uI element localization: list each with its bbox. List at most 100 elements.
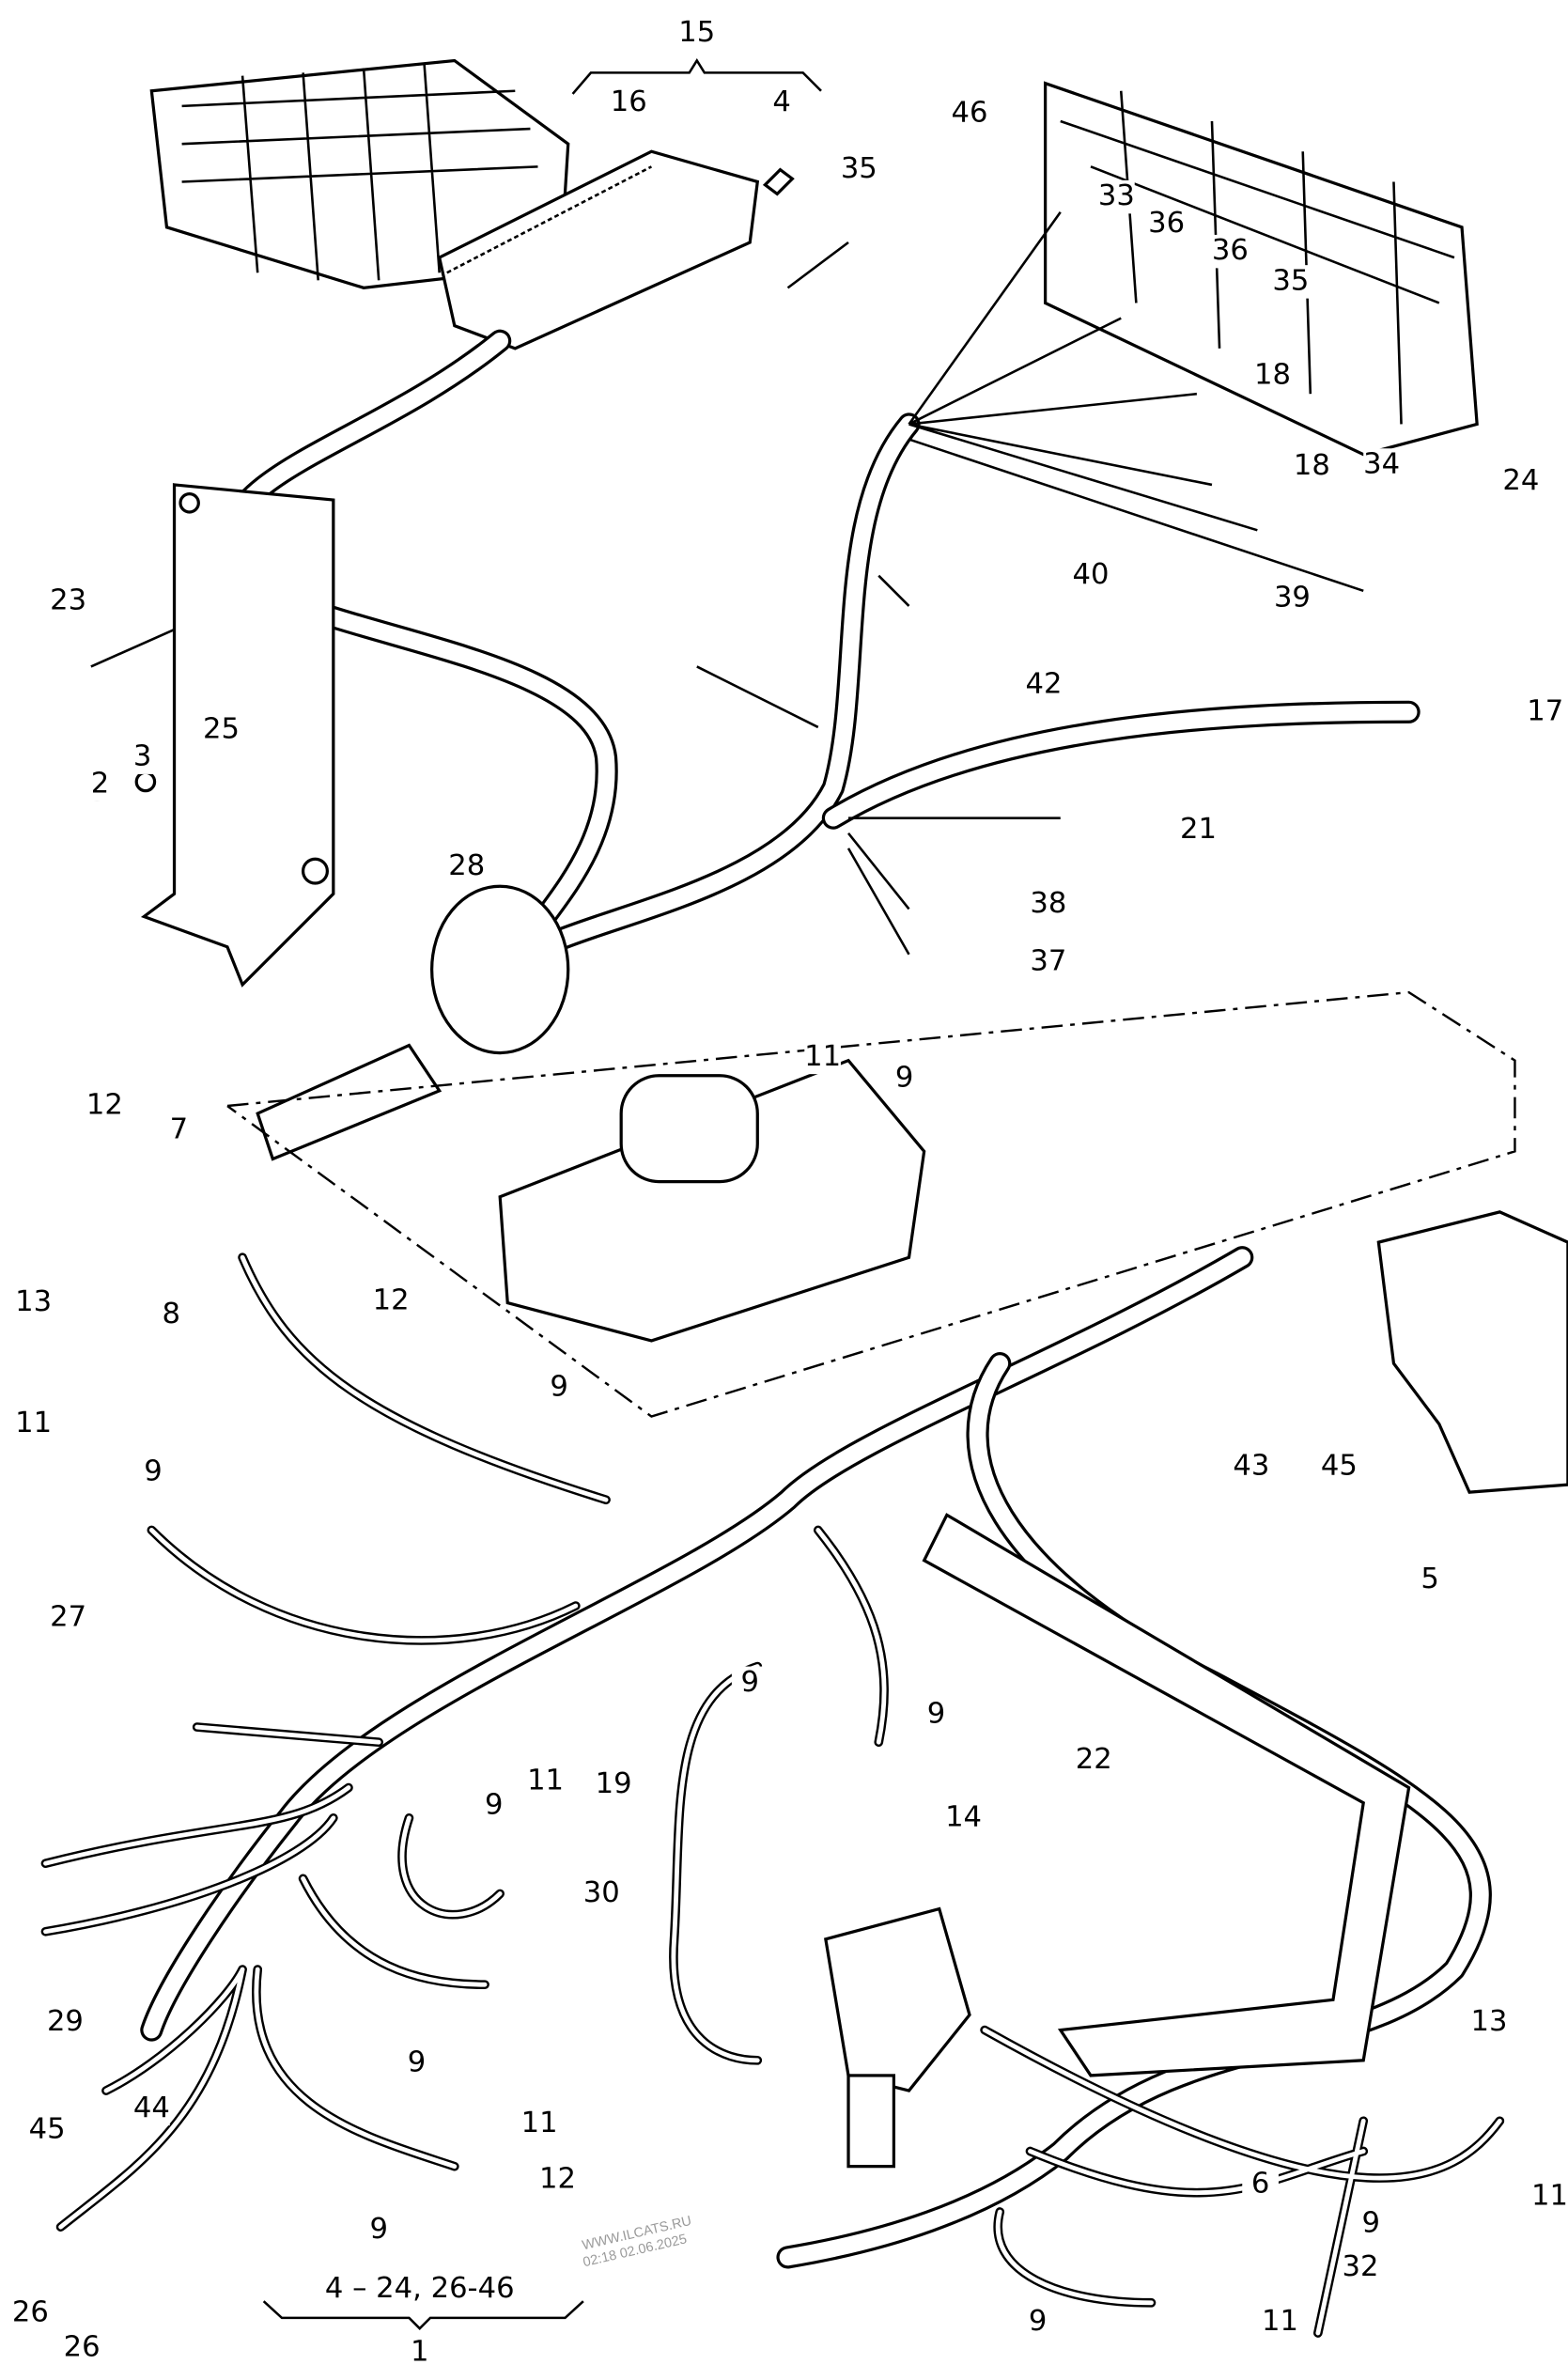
group-brace [262, 2300, 584, 2331]
label-background [1075, 1743, 1112, 1778]
label-background [595, 1767, 632, 1802]
label-background [50, 1601, 87, 1635]
part-number-label: 38 [1030, 887, 1066, 920]
part-number-label: 40 [1073, 558, 1110, 591]
part-number-label: 16 [611, 86, 647, 118]
part-number-label: 25 [203, 713, 240, 746]
label-background [398, 2046, 435, 2080]
label-background [918, 1698, 955, 1732]
part-number-label: 33 [1098, 179, 1135, 212]
part-number-label: 9 [369, 2213, 388, 2246]
part-number-label: 32 [1343, 2250, 1379, 2283]
brace-15 [571, 58, 822, 95]
part-number-label: 34 [1363, 447, 1400, 480]
part-number-label: 9 [550, 1370, 568, 1403]
part-number-label: 18 [1294, 449, 1330, 482]
part-number-label: 9 [144, 1455, 163, 1488]
part-number-label: 11 [527, 1765, 564, 1797]
relay-cluster [1376, 1210, 1568, 1494]
part-number-label: 15 [678, 16, 715, 49]
part-number-label: 18 [1254, 358, 1291, 391]
part-number-label: 17 [1527, 694, 1563, 727]
label-background [1342, 2250, 1379, 2285]
main-harness [90, 210, 1421, 956]
label-background [124, 740, 162, 774]
label-background [1025, 668, 1063, 702]
label-background [15, 1285, 52, 1320]
part-number-label: 35 [1272, 264, 1309, 297]
part-number-label: 26 [64, 2331, 101, 2364]
part-number-label: 9 [485, 1788, 504, 1821]
label-background [1072, 558, 1110, 593]
watermark: WWW.ILCATS.RU 02:18 02.06.2025 [581, 2214, 693, 2270]
part-number-label: 9 [1029, 2305, 1048, 2338]
reservoir [498, 1058, 926, 1343]
label-background [1274, 582, 1311, 615]
part-number-label: 36 [1148, 207, 1185, 240]
label-background [47, 2005, 84, 2040]
label-background [82, 768, 118, 801]
part-number-label: 11 [804, 1040, 841, 1073]
part-number-label: 37 [1030, 944, 1066, 977]
label-background [1531, 2180, 1568, 2214]
part-number-label: 14 [945, 1800, 982, 1833]
part-number-label: 13 [15, 1285, 52, 1318]
label-background [1411, 1563, 1449, 1597]
label-background [527, 1765, 564, 1798]
part-number-label: 9 [408, 2046, 426, 2079]
part-number-label: 12 [86, 1089, 123, 1122]
part-number-label: 39 [1274, 581, 1311, 614]
label-background [132, 2092, 170, 2126]
group-number-label: 1 [411, 2335, 428, 2368]
engine-harness [40, 1246, 1505, 2338]
part-number-label: 9 [1362, 2206, 1381, 2239]
ecu-connector [437, 149, 795, 350]
label-background [804, 1040, 841, 1075]
label-background [610, 86, 647, 120]
label-background [945, 1801, 982, 1835]
label-background [1019, 2305, 1056, 2340]
reference-plane-outline [226, 990, 1516, 1418]
part-number-label: 11 [521, 2107, 558, 2139]
label-background [1233, 1450, 1270, 1484]
label-background [1502, 464, 1540, 499]
label-background [448, 849, 486, 883]
label-background [203, 713, 240, 747]
part-number-label: 4 [772, 86, 791, 118]
label-background [1262, 2305, 1298, 2340]
part-number-label: 44 [133, 2092, 170, 2124]
part-number-label: 12 [373, 1284, 410, 1317]
part-number-label: 9 [740, 1666, 759, 1699]
label-background [540, 1371, 578, 1405]
part-number-label: 6 [1251, 2168, 1270, 2201]
label-background [1352, 2207, 1389, 2241]
part-number-label: 35 [841, 152, 877, 185]
part-number-label: 23 [50, 584, 86, 617]
part-number-label: 8 [163, 1298, 180, 1330]
part-number-label: 2 [91, 768, 110, 801]
label-background [1254, 359, 1291, 393]
label-background [520, 2107, 558, 2141]
part-number-label: 22 [1076, 1743, 1112, 1776]
part-number-label: 11 [1262, 2305, 1298, 2338]
part-number-label: 29 [47, 2005, 84, 2038]
label-background [86, 1089, 123, 1123]
part-number-label: 21 [1180, 813, 1217, 846]
label-background [12, 2296, 49, 2330]
part-number-label: 13 [1471, 2005, 1508, 2038]
part-number-label: 27 [50, 1600, 86, 1633]
label-background [1272, 265, 1310, 299]
ignition-distributor-grommet [256, 884, 570, 1161]
label-background [1180, 813, 1217, 848]
label-background [763, 86, 800, 120]
part-number-label: 45 [1321, 1449, 1358, 1482]
label-background [50, 584, 87, 618]
label-background [161, 1113, 197, 1147]
label-background [840, 152, 877, 187]
part-number-label: 12 [539, 2163, 576, 2196]
label-background [15, 1407, 52, 1441]
label-background [951, 97, 988, 131]
label-background [475, 1789, 513, 1823]
part-number-label: 30 [583, 1876, 620, 1909]
label-background [1470, 2005, 1508, 2040]
